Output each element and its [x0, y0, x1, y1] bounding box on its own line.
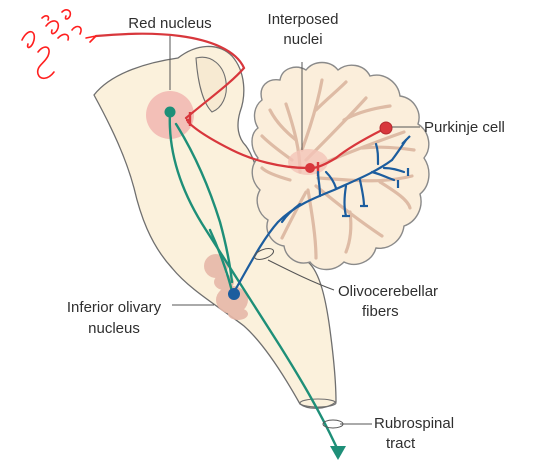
label-inferior-olivary-line1: Inferior olivary: [67, 299, 162, 316]
red-nucleus-neuron: [164, 106, 176, 118]
label-interposed-line1: Interposed: [268, 11, 339, 28]
label-red-nucleus: Red nucleus: [128, 15, 211, 32]
label-rubrospinal-line2: tract: [386, 435, 416, 452]
blue-pathway: [232, 138, 408, 294]
brainstem-shape: [93, 45, 337, 409]
peduncle-lobe: [195, 56, 227, 113]
olivo-fiber-marker: [253, 248, 275, 260]
inferior-olive-neuron: [228, 288, 240, 300]
label-rubrospinal-line1: Rubrospinal: [374, 415, 454, 432]
spinal-cord-end: [299, 398, 337, 408]
blue-synapse-marks: [342, 135, 411, 218]
rubrospinal-marker: [322, 419, 344, 429]
cerebellum-shape: [251, 61, 430, 271]
label-purkinje-cell: Purkinje cell: [424, 119, 505, 136]
label-inferior-olivary-line2: nucleus: [88, 320, 140, 337]
label-interposed-line2: nuclei: [283, 31, 322, 48]
label-olivocerebellar-line2: fibers: [362, 303, 399, 320]
purkinje-cell-body: [379, 121, 393, 135]
rubrospinal-arrowhead: [330, 446, 346, 460]
leader-lines: [169, 36, 420, 425]
interposed-neuron: [305, 163, 315, 173]
handwritten-annotation: [21, 9, 97, 80]
label-olivocerebellar-line1: Olivocerebellar: [338, 283, 438, 300]
